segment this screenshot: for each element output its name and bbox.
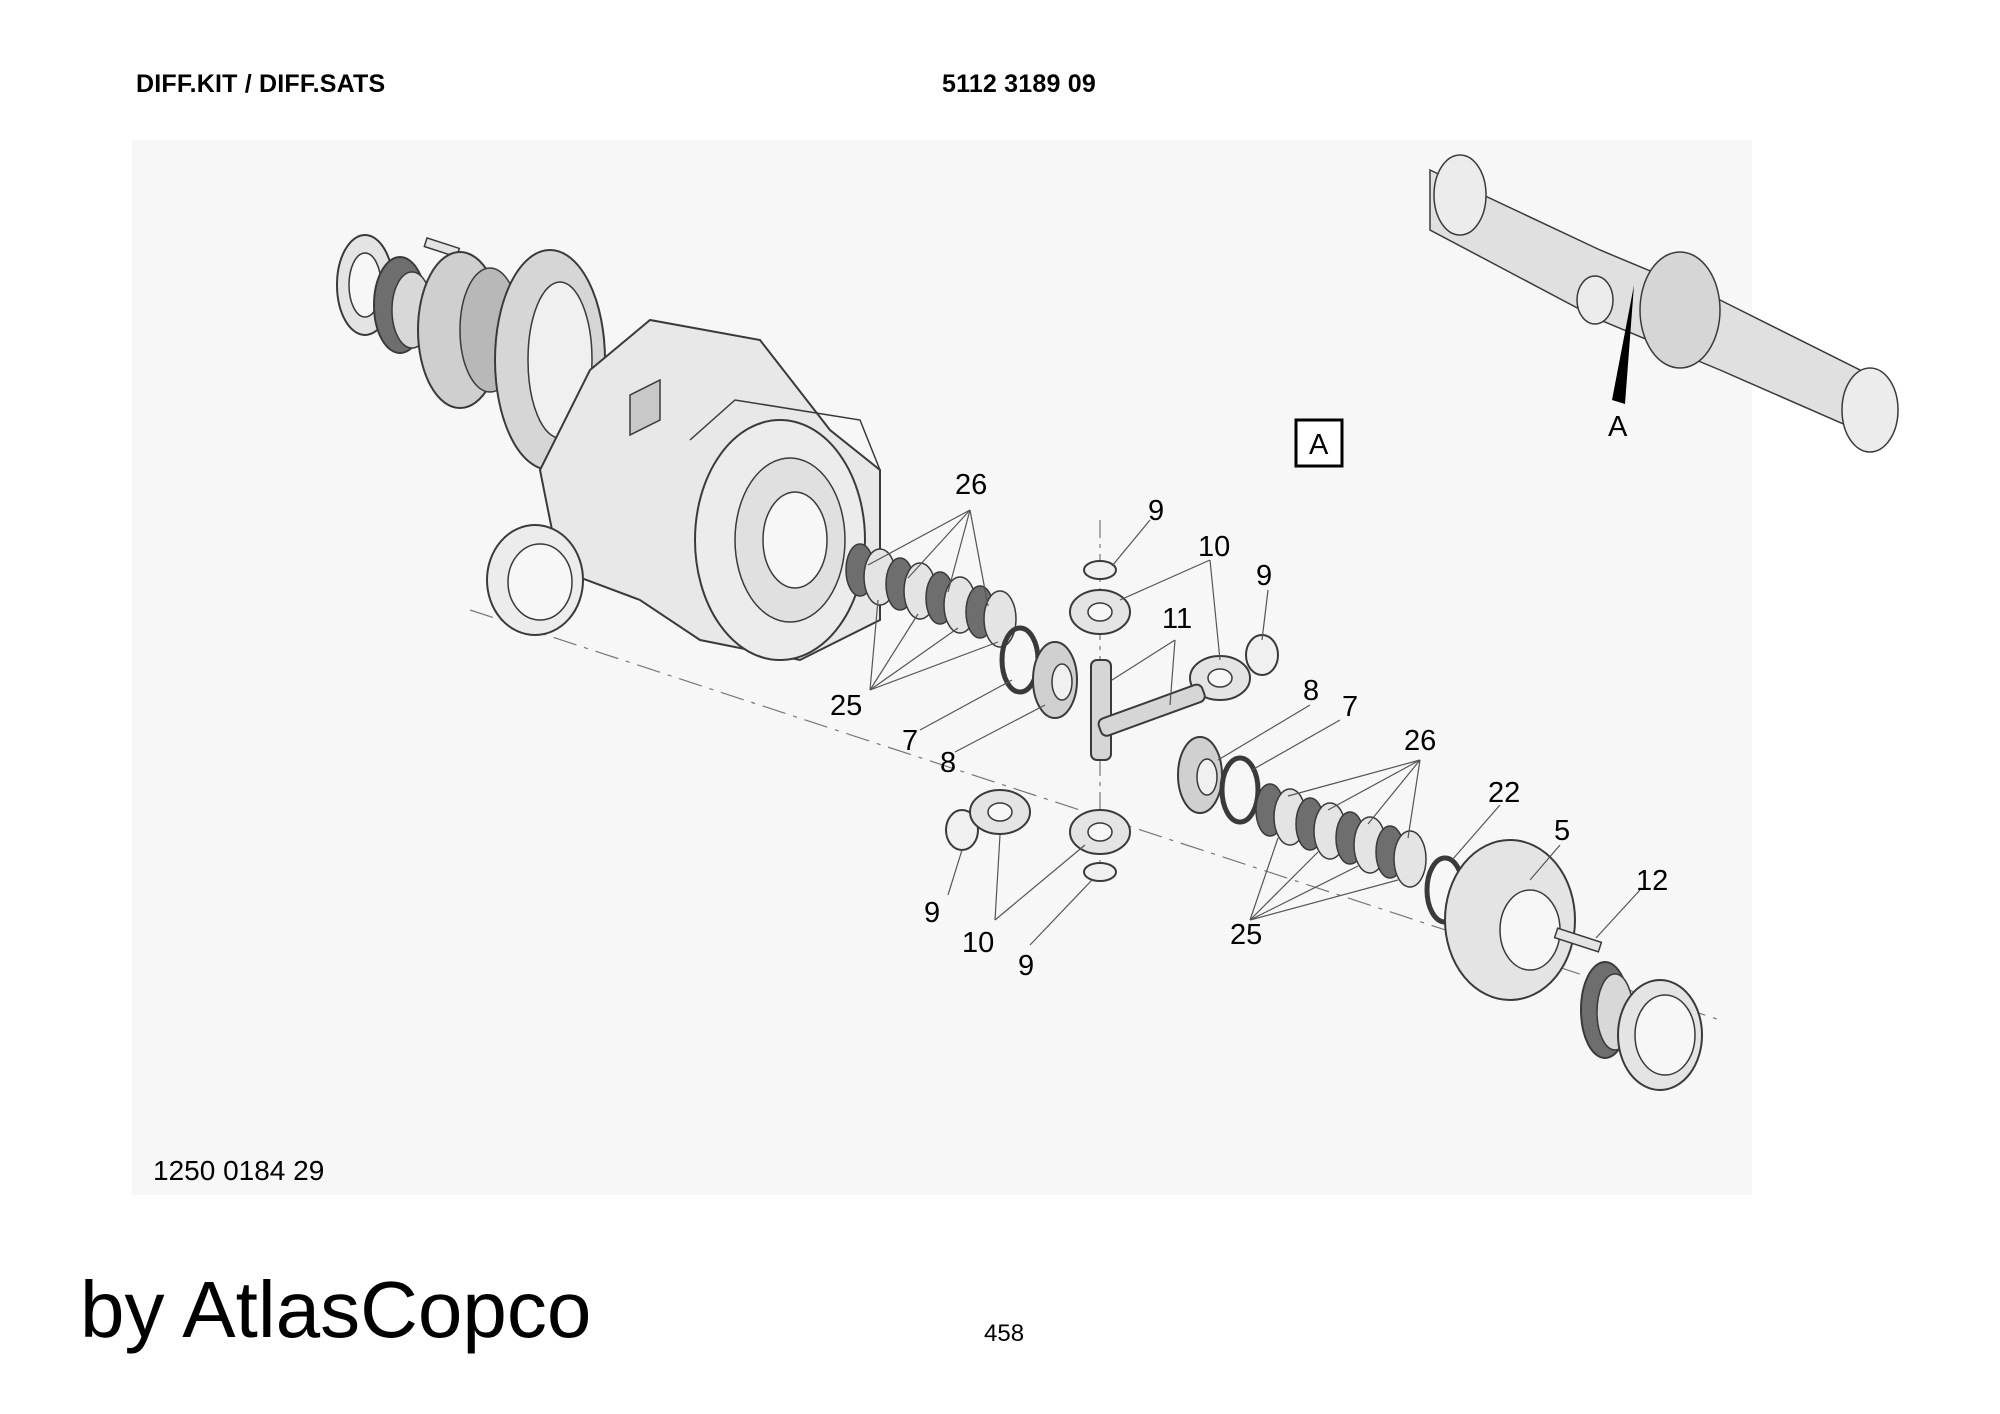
- callout-8-left: 8: [940, 747, 956, 779]
- washer-9-bottom: [1083, 862, 1117, 882]
- callout-9-top: 9: [1148, 495, 1164, 527]
- callout-26-right: 26: [1404, 725, 1436, 757]
- right-bolt-12: [1553, 927, 1603, 953]
- callout-22: 22: [1488, 777, 1520, 809]
- callout-25-right: 25: [1230, 919, 1262, 951]
- callout-25-left: 25: [830, 690, 862, 722]
- page-number: 458: [984, 1320, 1025, 1347]
- kit-part-number: 5112 3189 09: [942, 70, 1096, 98]
- callout-9-left: 9: [924, 897, 940, 929]
- callout-5: 5: [1554, 815, 1570, 847]
- right-adjusting-nut: [1617, 979, 1703, 1091]
- brand-watermark: by AtlasCopco: [80, 1265, 592, 1354]
- view-a-box: [1294, 418, 1344, 468]
- left-side-gear-8: [1032, 641, 1078, 719]
- left-clutch-pack: [845, 543, 1017, 648]
- drawing-number: 1250 0184 29: [153, 1155, 325, 1186]
- callout-12: 12: [1636, 865, 1668, 897]
- kit-title: DIFF.KIT / DIFF.SATS: [136, 70, 386, 98]
- pinion-gear-10-bottom: [1069, 809, 1131, 855]
- view-pointer-arrow: [1612, 285, 1634, 404]
- callout-10-bottom: 10: [962, 927, 994, 959]
- right-thrust-ring-7: [1219, 755, 1261, 825]
- view-pointer-label: A: [1608, 411, 1628, 443]
- leader-lines: [867, 509, 1641, 946]
- pinion-gear-10-left: [969, 789, 1031, 835]
- callout-7-right: 7: [1342, 691, 1358, 723]
- callout-7-left: 7: [902, 725, 918, 757]
- pinion-gear-10-top: [1069, 589, 1131, 635]
- right-clutch-pack: [1255, 783, 1427, 888]
- callout-9-right: 9: [1256, 560, 1272, 592]
- right-side-gear-8: [1177, 736, 1223, 814]
- washer-9-right: [1245, 634, 1279, 676]
- callout-8-right: 8: [1303, 675, 1319, 707]
- view-a-label: A: [1309, 429, 1329, 461]
- cross-shaft-11: [1090, 659, 1206, 761]
- callout-10-top: 10: [1198, 531, 1230, 563]
- callout-11: 11: [1162, 603, 1192, 635]
- callout-9-bottom: 9: [1018, 950, 1034, 982]
- washer-9-top: [1083, 560, 1117, 580]
- callout-26-left: 26: [955, 469, 987, 501]
- right-diff-case-half-5: [1444, 839, 1576, 1001]
- axle-housing: [486, 318, 881, 662]
- axle-overview-illustration: [1429, 154, 1899, 453]
